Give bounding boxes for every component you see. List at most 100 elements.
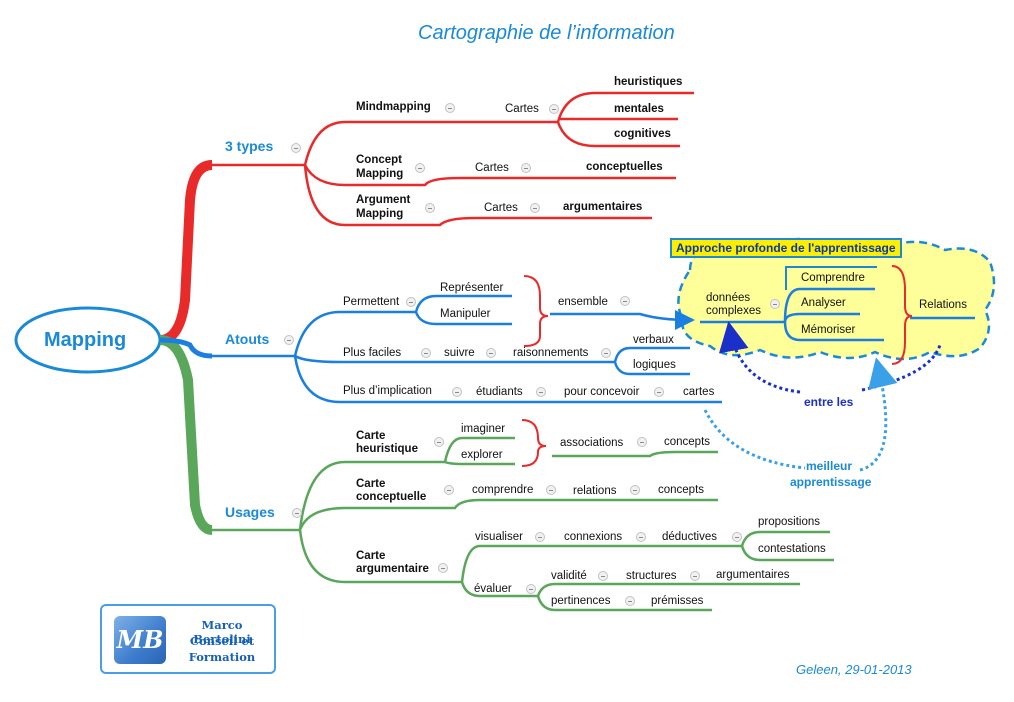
node-evaluer[interactable]: évaluer: [474, 583, 512, 595]
logo-card: MB Marco Bertolini Conseil et Formation: [100, 604, 276, 674]
node-pertinences[interactable]: pertinences: [551, 595, 611, 607]
collapse-icon[interactable]: [598, 571, 608, 581]
collapse-icon[interactable]: [654, 387, 664, 397]
logo-mark: MB: [114, 616, 166, 664]
branch-usages[interactable]: Usages: [225, 504, 275, 520]
collapse-icon[interactable]: [284, 335, 294, 345]
node-relations[interactable]: relations: [573, 485, 617, 497]
logo-line-2: Conseil et: [189, 634, 255, 648]
node-argumentaires[interactable]: argumentaires: [563, 201, 643, 213]
collapse-icon[interactable]: [546, 485, 556, 495]
node-deductives[interactable]: déductives: [662, 531, 717, 543]
collapse-icon[interactable]: [630, 485, 640, 495]
footer-date: Geleen, 29-01-2013: [796, 662, 912, 677]
collapse-icon[interactable]: [620, 296, 630, 306]
collapse-icon[interactable]: [486, 348, 496, 358]
branch-atouts[interactable]: Atouts: [225, 331, 270, 347]
collapse-icon[interactable]: [637, 437, 647, 447]
collapse-icon[interactable]: [732, 532, 742, 542]
node-carte-argumentaire-1[interactable]: Carte: [356, 550, 386, 562]
node-comprendre[interactable]: Comprendre: [801, 272, 865, 284]
node-mentales[interactable]: mentales: [614, 103, 664, 115]
collapse-icon[interactable]: [601, 348, 611, 358]
node-concept-mapping-2[interactable]: Mapping: [356, 168, 404, 180]
collapse-icon[interactable]: [521, 163, 531, 173]
node-raisonnements[interactable]: raisonnements: [513, 347, 589, 359]
node-plus-implication[interactable]: Plus d’implication: [343, 385, 432, 397]
node-mindmapping[interactable]: Mindmapping: [356, 101, 431, 113]
node-concepts[interactable]: concepts: [664, 436, 711, 448]
collapse-icon[interactable]: [536, 387, 546, 397]
node-explorer[interactable]: explorer: [461, 449, 503, 461]
node-manipuler[interactable]: Manipuler: [440, 308, 491, 320]
branch-3-types[interactable]: 3 types: [225, 138, 274, 154]
node-comprendre[interactable]: comprendre: [472, 484, 534, 496]
page-title: Cartographie de l’information: [418, 22, 675, 44]
node-suivre[interactable]: suivre: [444, 347, 475, 359]
approche-title[interactable]: Approche profonde de l'apprentissage: [670, 238, 902, 258]
node-cartes[interactable]: Cartes: [484, 202, 518, 214]
node-cartes[interactable]: Cartes: [475, 162, 509, 174]
node-imaginer[interactable]: imaginer: [461, 423, 506, 435]
node-propositions[interactable]: propositions: [758, 516, 821, 528]
node-argument-mapping-1[interactable]: Argument: [356, 194, 411, 206]
node-argumentaires[interactable]: argumentaires: [716, 569, 790, 581]
collapse-icon[interactable]: [292, 508, 302, 518]
node-validite[interactable]: validité: [551, 570, 587, 582]
node-relations[interactable]: Relations: [919, 299, 967, 311]
collapse-icon[interactable]: [452, 387, 462, 397]
collapse-icon[interactable]: [434, 437, 444, 447]
collapse-icon[interactable]: [444, 485, 454, 495]
root-node[interactable]: Mapping: [44, 329, 127, 351]
node-pour-concevoir[interactable]: pour concevoir: [564, 386, 640, 398]
node-logiques[interactable]: logiques: [633, 359, 676, 371]
node-premisses[interactable]: prémisses: [651, 595, 704, 607]
node-conceptuelles[interactable]: conceptuelles: [586, 161, 663, 173]
node-memoriser[interactable]: Mémoriser: [801, 324, 856, 336]
node-carte-argumentaire-2[interactable]: argumentaire: [356, 563, 429, 575]
node-carte-conceptuelle-1[interactable]: Carte: [356, 478, 386, 490]
node-heuristiques[interactable]: heuristiques: [614, 76, 683, 88]
node-donnees-2[interactable]: complexes: [706, 305, 761, 317]
collapse-icon[interactable]: [425, 203, 435, 213]
collapse-icon[interactable]: [535, 532, 545, 542]
collapse-icon[interactable]: [415, 163, 425, 173]
label-apprentissage: apprentissage: [790, 475, 872, 489]
node-cartes[interactable]: cartes: [683, 386, 715, 398]
node-visualiser[interactable]: visualiser: [475, 531, 523, 543]
node-permettent[interactable]: Permettent: [343, 296, 400, 308]
node-contestations[interactable]: contestations: [758, 543, 826, 555]
label-meilleur: meilleur: [806, 459, 853, 473]
node-carte-heuristique-1[interactable]: Carte: [356, 430, 386, 442]
node-analyser[interactable]: Analyser: [801, 297, 846, 309]
collapse-icon[interactable]: [421, 348, 431, 358]
node-donnees-1[interactable]: données: [706, 292, 751, 304]
node-connexions[interactable]: connexions: [564, 531, 623, 543]
collapse-icon[interactable]: [549, 104, 559, 114]
node-concepts[interactable]: concepts: [658, 484, 705, 496]
node-plus-faciles[interactable]: Plus faciles: [343, 347, 402, 359]
collapse-icon[interactable]: [445, 103, 455, 113]
node-verbaux[interactable]: verbaux: [633, 334, 674, 346]
node-etudiants[interactable]: étudiants: [476, 386, 523, 398]
collapse-icon[interactable]: [625, 596, 635, 606]
node-associations[interactable]: associations: [560, 437, 624, 449]
node-concept-mapping-1[interactable]: Concept: [356, 154, 402, 166]
collapse-icon[interactable]: [526, 584, 536, 594]
collapse-icon[interactable]: [291, 143, 301, 153]
collapse-icon[interactable]: [636, 532, 646, 542]
node-cartes[interactable]: Cartes: [505, 103, 539, 115]
collapse-icon[interactable]: [406, 297, 416, 307]
node-argument-mapping-2[interactable]: Mapping: [356, 208, 404, 220]
node-ensemble[interactable]: ensemble: [558, 296, 608, 308]
collapse-icon[interactable]: [438, 563, 448, 573]
collapse-icon[interactable]: [770, 299, 780, 309]
node-representer[interactable]: Représenter: [440, 282, 504, 294]
collapse-icon[interactable]: [530, 203, 540, 213]
node-carte-conceptuelle-2[interactable]: conceptuelle: [356, 491, 427, 503]
node-carte-heuristique-2[interactable]: heuristique: [356, 443, 418, 455]
collapse-icon[interactable]: [690, 571, 700, 581]
node-structures[interactable]: structures: [626, 570, 677, 582]
node-cognitives[interactable]: cognitives: [614, 128, 671, 140]
